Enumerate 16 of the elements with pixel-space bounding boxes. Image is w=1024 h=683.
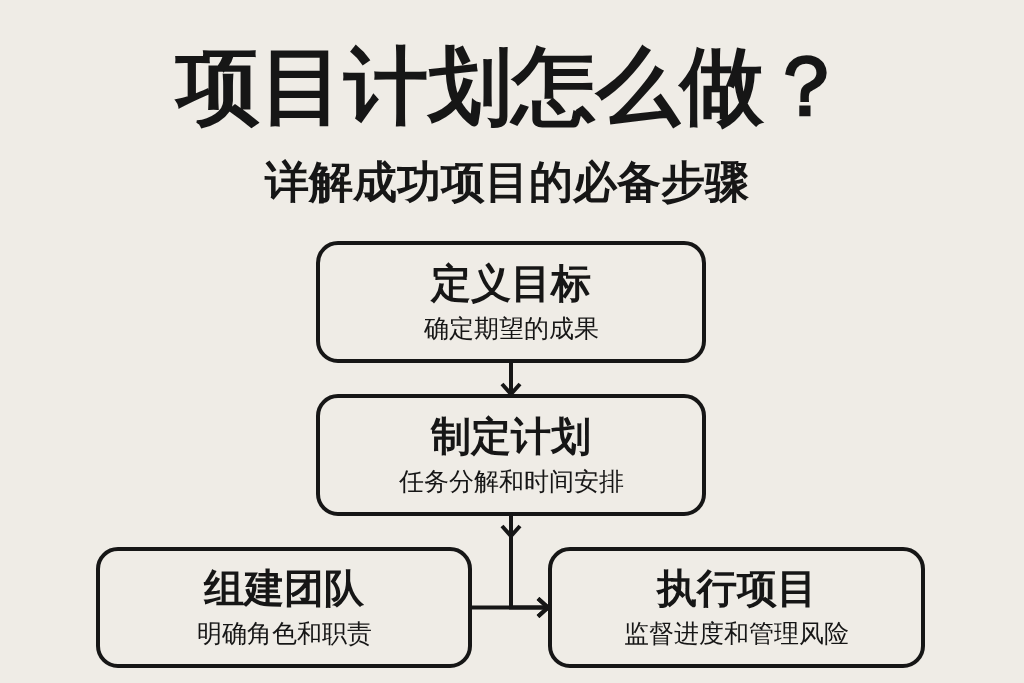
step-description: 任务分解和时间安排	[398, 465, 624, 498]
subtitle: 详解成功项目的必备步骤	[263, 158, 750, 207]
title: 项目计划怎么做？	[173, 40, 849, 133]
step-title: 执行项目	[656, 564, 817, 613]
step-title: 定义目标	[431, 258, 591, 307]
arrow	[500, 363, 522, 396]
process-box	[316, 394, 706, 516]
arrow	[472, 596, 550, 619]
step-description: 明确角色和职责	[196, 618, 372, 651]
process-box	[316, 241, 706, 363]
process-box	[548, 547, 925, 668]
process-box	[96, 547, 472, 668]
step-title: 组建团队	[204, 564, 364, 613]
step-description: 确定期望的成果	[423, 312, 599, 345]
step-title: 制定计划	[431, 411, 591, 460]
step-description: 监督进度和管理风险	[624, 618, 849, 651]
